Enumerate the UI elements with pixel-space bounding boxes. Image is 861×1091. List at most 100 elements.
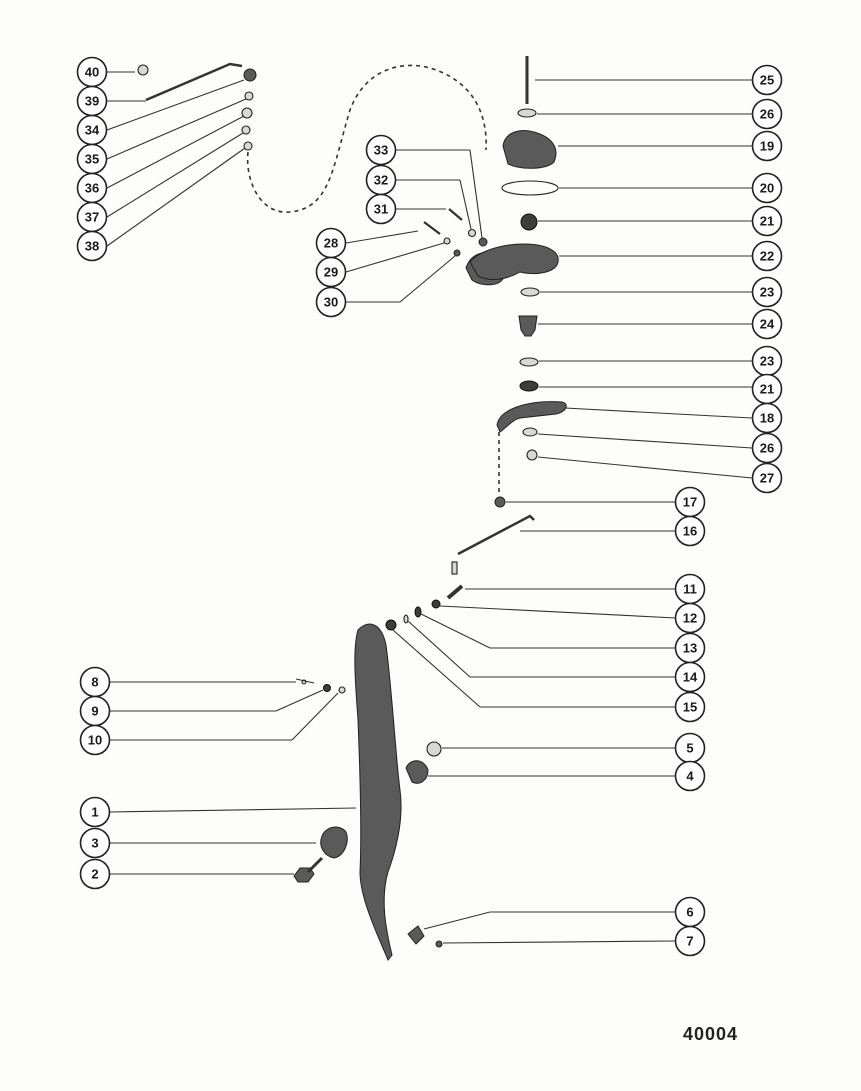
svg-text:31: 31	[374, 202, 388, 217]
part-4-knob	[405, 760, 429, 784]
part-23-washer-upper	[520, 287, 540, 297]
part-17-nut	[494, 496, 506, 508]
part-9-washer	[323, 684, 331, 692]
middle-fasteners	[385, 561, 464, 631]
callout-12: 12	[674, 602, 706, 634]
callout-26-upper: 26	[751, 98, 783, 130]
part-16-rod	[457, 514, 535, 556]
callout-29: 29	[315, 256, 347, 288]
dashed-path-left	[246, 64, 487, 213]
svg-text:28: 28	[324, 236, 338, 251]
callout-25: 25	[751, 64, 783, 96]
svg-text:21: 21	[760, 382, 774, 397]
main-arm-assembly	[293, 623, 443, 961]
svg-text:19: 19	[760, 139, 774, 154]
part-18-lever	[496, 401, 567, 433]
part-29-washer	[443, 237, 451, 245]
callout-2: 2	[79, 858, 111, 890]
svg-text:23: 23	[760, 285, 774, 300]
callout-5: 5	[674, 732, 706, 764]
part-38-nut	[243, 141, 253, 151]
part-11-screw	[446, 584, 464, 600]
part-34-fitting	[243, 68, 257, 82]
right-stack-assembly	[457, 56, 567, 556]
callout-20: 20	[751, 172, 783, 204]
part-6-fitting	[407, 925, 425, 945]
part-21-bushing-top	[520, 213, 538, 231]
part-23-washer-lower	[519, 357, 539, 367]
svg-text:27: 27	[760, 471, 774, 486]
callout-18: 18	[751, 402, 783, 434]
callout-11: 11	[674, 573, 706, 605]
callout-27: 27	[751, 462, 783, 494]
svg-text:25: 25	[760, 73, 774, 88]
svg-text:5: 5	[686, 741, 693, 756]
svg-text:23: 23	[760, 354, 774, 369]
svg-text:35: 35	[85, 152, 99, 167]
part-2-shank	[306, 856, 324, 874]
callout-23-upper: 23	[751, 276, 783, 308]
callout-36: 36	[76, 172, 108, 204]
callout-7: 7	[674, 925, 706, 957]
part-40-clip	[137, 64, 149, 76]
svg-text:32: 32	[374, 173, 388, 188]
callout-1: 1	[79, 796, 111, 828]
svg-text:26: 26	[760, 107, 774, 122]
callout-28: 28	[315, 227, 347, 259]
svg-text:8: 8	[91, 675, 98, 690]
svg-text:17: 17	[683, 495, 697, 510]
callout-21-upper: 21	[751, 205, 783, 237]
part-20-gasket	[501, 180, 559, 196]
part-39-rod	[145, 62, 243, 102]
callout-34: 34	[76, 114, 108, 146]
svg-text:11: 11	[683, 582, 697, 597]
figure-number: 40004	[683, 1024, 739, 1044]
svg-text:16: 16	[683, 524, 697, 539]
part-32-washer	[467, 228, 477, 238]
svg-text:1: 1	[91, 805, 98, 820]
svg-text:7: 7	[686, 934, 693, 949]
svg-text:37: 37	[85, 210, 99, 225]
callout-3: 3	[79, 827, 111, 859]
svg-text:24: 24	[760, 317, 775, 332]
leader-lines	[106, 71, 753, 944]
svg-text:39: 39	[85, 94, 99, 109]
callout-19: 19	[751, 130, 783, 162]
part-35-washer	[244, 91, 254, 101]
svg-text:12: 12	[683, 611, 697, 626]
callout-4: 4	[674, 760, 706, 792]
svg-text:20: 20	[760, 181, 774, 196]
part-14-washer	[403, 614, 409, 624]
svg-text:30: 30	[324, 295, 338, 310]
svg-text:10: 10	[88, 733, 102, 748]
svg-text:34: 34	[85, 123, 100, 138]
part-27-nut	[526, 449, 538, 461]
part-link-post	[451, 561, 458, 575]
part-30-nut	[453, 249, 461, 257]
svg-text:4: 4	[686, 769, 694, 784]
callout-32: 32	[365, 164, 397, 196]
part-19-cover	[502, 130, 557, 169]
svg-text:3: 3	[91, 836, 98, 851]
svg-text:36: 36	[85, 181, 99, 196]
callout-13: 13	[674, 632, 706, 664]
svg-text:9: 9	[91, 704, 98, 719]
callout-40: 40	[76, 56, 108, 88]
callout-16: 16	[674, 515, 706, 547]
callout-26-lower: 26	[751, 432, 783, 464]
part-37-ring	[241, 125, 251, 135]
part-24-pivot	[518, 315, 538, 337]
svg-text:15: 15	[683, 700, 697, 715]
part-1-arm	[354, 623, 402, 961]
callout-6: 6	[674, 896, 706, 928]
part-33-nut	[478, 237, 488, 247]
svg-text:18: 18	[760, 411, 774, 426]
part-31-bolt	[423, 221, 441, 235]
callout-31: 31	[365, 193, 397, 225]
callout-33: 33	[365, 134, 397, 166]
part-5-plug	[426, 741, 442, 757]
part-36-washer	[241, 107, 253, 119]
callout-8: 8	[79, 666, 111, 698]
